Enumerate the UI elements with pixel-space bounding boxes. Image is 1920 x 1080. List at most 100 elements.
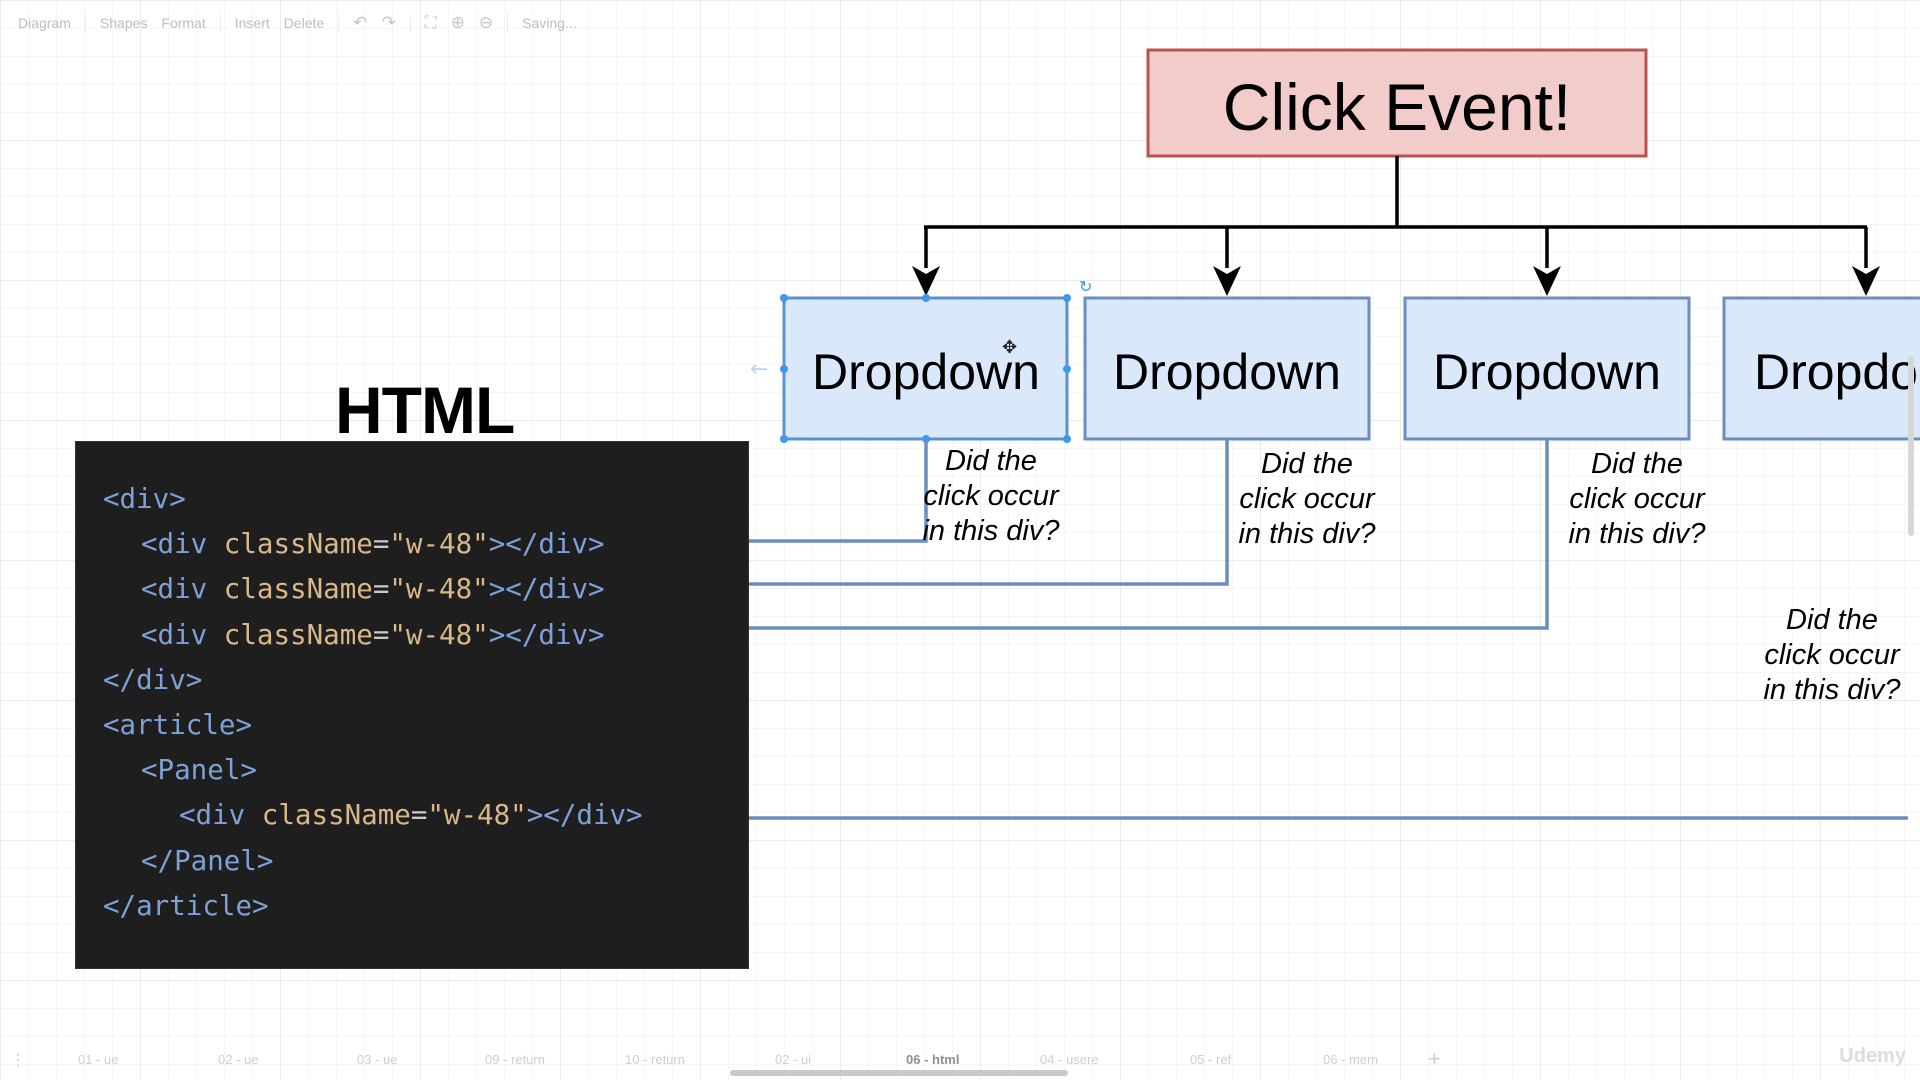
code-attribute: className: [261, 799, 411, 832]
vertical-scrollbar[interactable]: [1908, 356, 1914, 536]
page-tab[interactable]: 02 - ue: [218, 1052, 259, 1067]
code-tag-open: <Panel>: [141, 754, 257, 787]
code-string: "w-48": [389, 618, 489, 651]
code-string: "w-48": [389, 528, 489, 561]
code-tag-open: </div>: [103, 663, 203, 696]
click-event-label: Click Event!: [1223, 70, 1571, 144]
zoom-in-icon[interactable]: ⊕: [450, 13, 465, 32]
code-equals: =: [372, 528, 390, 561]
code-line: <div>: [103, 483, 186, 515]
dropdown-label-4: Dropdo: [1754, 344, 1918, 400]
question-line: click occur: [923, 480, 1059, 512]
connect-arrow-icon[interactable]: ←: [750, 357, 768, 382]
question-line: in this div?: [1568, 518, 1706, 550]
selection-handles[interactable]: [780, 294, 1071, 443]
undo-icon[interactable]: ↶: [353, 13, 368, 32]
dropdown-label-1: Dropdown: [812, 344, 1040, 400]
toolbar-divider: [219, 14, 221, 32]
code-line: </article>: [103, 889, 269, 922]
code-line: </div>: [103, 663, 203, 696]
code-tag-open: </Panel>: [141, 844, 274, 877]
html-heading: HTML: [335, 373, 515, 447]
code-line: <div className="w-48"></div>: [141, 528, 605, 561]
shapes-button[interactable]: Shapes: [99, 15, 148, 31]
code-tag-open: <div: [141, 573, 224, 606]
redo-icon[interactable]: ↷: [381, 13, 396, 32]
code-equals: =: [372, 573, 390, 606]
add-page-icon[interactable]: +: [1428, 1046, 1441, 1071]
page-tab[interactable]: 05 - ref: [1190, 1052, 1232, 1067]
code-tag-open: <div: [179, 799, 262, 832]
page-tabs: 01 - ue 02 - ue 03 - ue 09 - return 10 - ret…: [0, 1052, 1920, 1074]
diagram-menu[interactable]: Diagram: [18, 15, 71, 31]
page-tab[interactable]: 06 - html: [906, 1052, 960, 1067]
insert-button[interactable]: Insert: [234, 15, 270, 31]
code-tag-open: <div: [141, 618, 224, 651]
dropdown-box-2[interactable]: [1083, 296, 1371, 441]
code-line: <div className="w-48"></div>: [141, 618, 605, 651]
page-tab[interactable]: 10 - return: [625, 1052, 685, 1067]
page-tab[interactable]: 02 - ui: [775, 1052, 812, 1067]
code-tag-close: ></div>: [488, 618, 605, 651]
code-line: <Panel>: [141, 754, 257, 787]
page-tab[interactable]: 06 - mem: [1323, 1052, 1378, 1067]
toolbar-divider: [338, 14, 340, 32]
event-tree-arrows: [912, 227, 1880, 296]
zoom-out-icon[interactable]: ⊖: [478, 13, 494, 32]
rotate-handle-icon[interactable]: ↻: [1079, 277, 1092, 296]
watermark-logo: Udemy: [1839, 1045, 1906, 1067]
fullscreen-icon[interactable]: ⛶: [424, 13, 437, 32]
question-line: Did the: [1591, 448, 1683, 480]
code-connectors: [706, 439, 1908, 820]
code-line: <div className="w-48"></div>: [141, 576, 605, 604]
toolbar-divider: [409, 14, 411, 32]
horizontal-scrollbar[interactable]: [730, 1070, 1068, 1076]
more-pages-icon[interactable]: ⋮: [10, 1052, 26, 1069]
code-equals: =: [410, 799, 428, 832]
code-tag-open: </article>: [103, 889, 269, 922]
question-line: Did the: [1786, 604, 1878, 636]
toolbar-divider: [507, 14, 509, 32]
code-attribute: className: [223, 528, 373, 561]
code-equals: =: [372, 618, 390, 651]
code-attribute: className: [223, 573, 373, 606]
code-tag-close: ></div>: [488, 528, 605, 561]
page-tab[interactable]: 09 - return: [485, 1052, 545, 1067]
code-tag-open: <article>: [103, 709, 253, 741]
toolbar-divider: [84, 14, 86, 32]
format-button[interactable]: Format: [161, 15, 206, 31]
delete-button[interactable]: Delete: [283, 15, 325, 31]
code-panel: <div><div className="w-48"></div><div cl…: [75, 441, 749, 969]
code-tag-open: <div>: [103, 483, 186, 515]
dropdown-box-4[interactable]: [1722, 296, 1920, 441]
code-tag-close: ></div>: [526, 799, 643, 832]
question-label-1: Did the click occur in this div?: [896, 444, 1086, 549]
code-line: <article>: [103, 709, 253, 741]
dropdown-label-2: Dropdown: [1113, 344, 1341, 400]
page-tab[interactable]: 04 - usere: [1040, 1052, 1099, 1067]
page-tab[interactable]: 01 - ue: [78, 1052, 119, 1067]
question-line: in this div?: [1763, 674, 1901, 706]
question-label-4: Did the click occur in this div?: [1737, 603, 1920, 708]
save-status: Saving...: [522, 15, 577, 31]
toolbar: Diagram Shapes Format Insert Delete ↶ ↷ …: [0, 8, 577, 38]
dropdown-label-3: Dropdown: [1433, 344, 1661, 400]
code-tag-close: ></div>: [488, 573, 605, 606]
question-line: in this div?: [1238, 518, 1376, 550]
code-string: "w-48": [427, 799, 527, 832]
question-label-2: Did the click occur in this div?: [1212, 447, 1402, 552]
page-tab[interactable]: 03 - ue: [357, 1052, 398, 1067]
question-line: click occur: [1239, 483, 1375, 515]
question-line: click occur: [1764, 639, 1900, 671]
question-line: click occur: [1569, 483, 1705, 515]
event-tree-connectors: [924, 156, 1867, 229]
dropdown-box-3[interactable]: [1403, 296, 1691, 441]
code-line: </Panel>: [141, 844, 274, 877]
code-tag-open: <div: [141, 528, 224, 561]
code-line: <div className="w-48"></div>: [179, 802, 643, 830]
question-line: in this div?: [922, 515, 1060, 547]
code-attribute: className: [223, 618, 373, 651]
dropdown-box-1[interactable]: [782, 296, 1069, 441]
move-cursor-icon: ✥: [1002, 337, 1017, 358]
